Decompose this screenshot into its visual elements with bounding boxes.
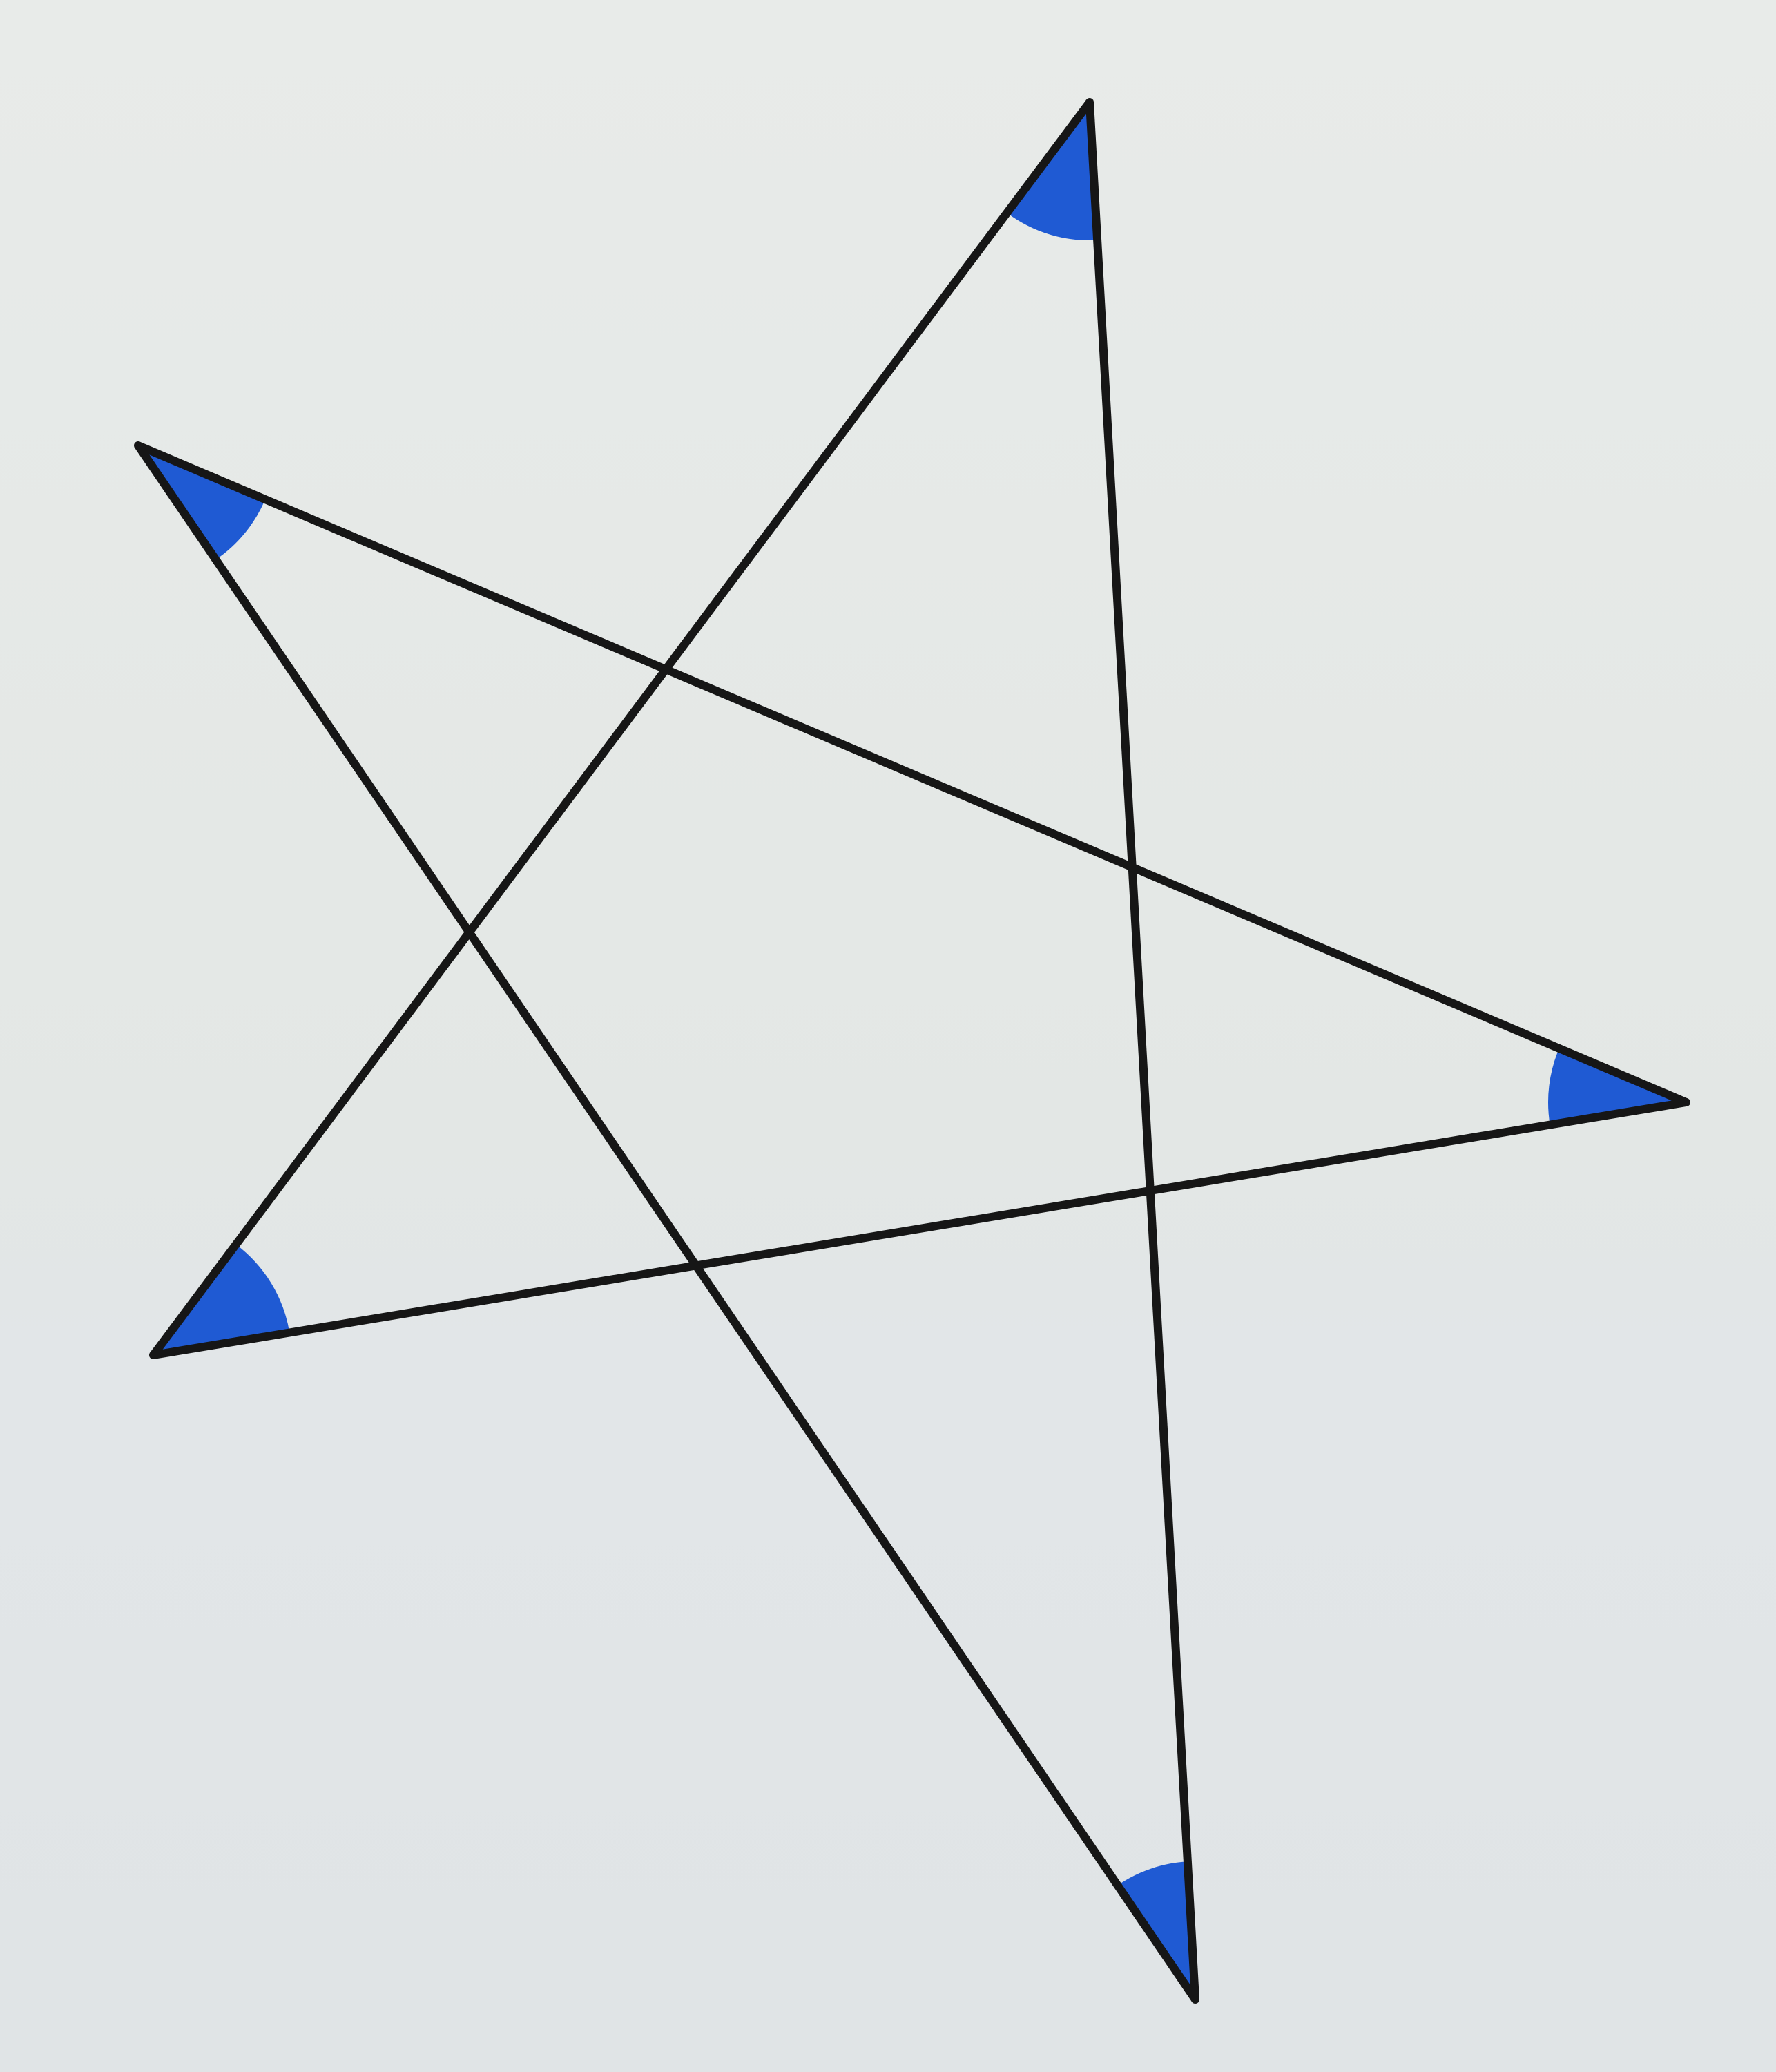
vertex-right [1682,1098,1690,1106]
segment-bottom-left-to-right [153,1098,1687,1359]
angle-marker-top [1007,102,1098,240]
segment-left-to-bottom [135,443,1199,2002]
vertex-top [1085,98,1094,106]
segment-left-to-right [136,441,1688,1106]
angle-marker-left [138,445,266,560]
segment-top-to-bottom-left [150,99,1093,1358]
vertex-left [134,441,142,450]
star-segments [134,98,1690,2004]
segment-top-to-bottom [1085,102,1199,2000]
vertex-bottom-left [149,1351,157,1359]
angle-marker-bottom-left [153,1244,290,1355]
vertex-bottom [1191,1995,1199,2004]
